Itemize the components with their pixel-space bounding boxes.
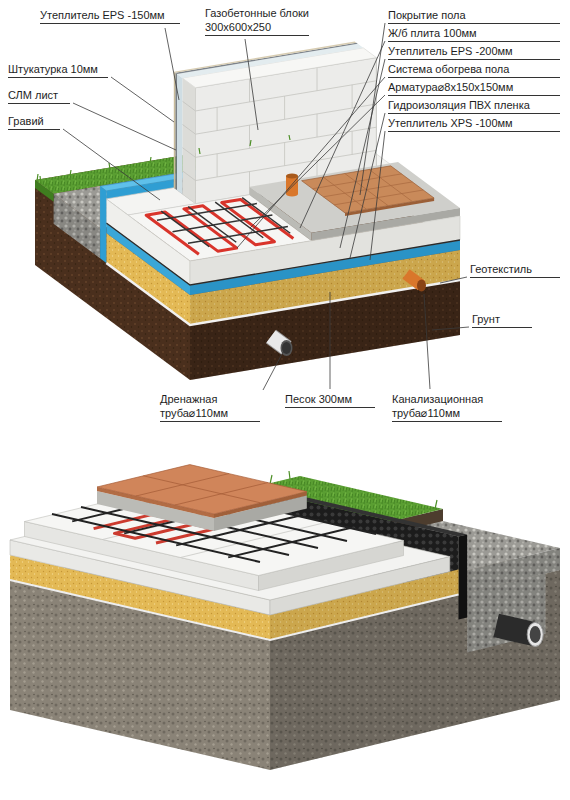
- wall-end-block: [182, 78, 195, 204]
- part-label: СЛМ лист: [8, 88, 70, 104]
- label-text: Ж/б плита 100мм: [388, 27, 477, 39]
- xps-vertical-section: [100, 186, 106, 263]
- gravel-trench: [467, 574, 545, 653]
- wall-end-joints: [182, 101, 195, 180]
- part-label: Утеплитель EPS -150мм: [40, 8, 180, 24]
- part-label: Газобетонные блоки 300x600x250: [205, 6, 309, 36]
- part-label: Штукатурка 10мм: [8, 62, 108, 78]
- leader-lines: [63, 23, 469, 390]
- sewer-riser: [286, 174, 298, 179]
- label-text: Утеплитель EPS -200мм: [388, 45, 513, 57]
- part-label: Система обогрева пола: [388, 62, 560, 78]
- part-label: Утеплитель EPS -200мм: [388, 44, 560, 60]
- label-text: Канализационная труба⌀110мм: [392, 393, 483, 419]
- wall-top-slm: [175, 43, 357, 74]
- part-label: Ж/б плита 100мм: [388, 26, 560, 42]
- drain-pipe-end: [282, 342, 291, 354]
- label-text: Штукатурка 10мм: [8, 63, 98, 75]
- grass-section: [35, 180, 54, 202]
- floor-tiles: [302, 166, 435, 213]
- part-label: Геотекстиль: [470, 262, 560, 278]
- part-label: Покрытие пола: [388, 8, 560, 24]
- gravel-shade: [54, 194, 101, 258]
- sewer-pipe-end: [417, 280, 426, 292]
- label-text: СЛМ лист: [8, 89, 58, 101]
- label-text: Утеплитель XPS -100мм: [388, 117, 513, 129]
- dimple-membrane: [459, 534, 468, 619]
- part-label: Гидроизоляция ПВХ пленка: [388, 98, 560, 114]
- grass-blades: [37, 135, 290, 192]
- floor-tiles: [97, 465, 307, 514]
- wall-end-slm: [175, 73, 177, 190]
- tile-joints: [312, 169, 423, 209]
- part-label: Грунт: [472, 312, 532, 328]
- sewer-riser: [286, 192, 298, 197]
- label-text: Грунт: [472, 313, 500, 325]
- eps-section: [190, 216, 460, 285]
- label-text: Утеплитель EPS -150мм: [40, 9, 165, 21]
- part-label: Песок 300мм: [285, 392, 375, 408]
- wall-top-plaster: [174, 42, 356, 73]
- label-text: Гравий: [8, 115, 44, 127]
- drain-pipe-end: [527, 622, 543, 646]
- lower-illustration: [10, 465, 560, 770]
- pvc-film: [106, 223, 460, 285]
- part-label: Арматура⌀8x150x150мм: [388, 80, 560, 96]
- tile-joints: [136, 474, 268, 505]
- part-label: Гравий: [8, 114, 60, 130]
- wall-top-eps: [177, 44, 363, 78]
- drain-pipe-end: [530, 626, 541, 643]
- label-text: Песок 300мм: [285, 393, 352, 405]
- label-text: Дренажная труба⌀110мм: [160, 393, 228, 419]
- part-label: Дренажная труба⌀110мм: [160, 392, 260, 422]
- label-text: Гидроизоляция ПВХ пленка: [388, 99, 530, 111]
- wall-end-plaster: [174, 72, 176, 189]
- eps-section: [106, 199, 190, 285]
- gravel-section: [54, 194, 101, 258]
- part-label: Канализационная труба⌀110мм: [392, 392, 502, 422]
- label-text: Покрытие пола: [388, 9, 466, 21]
- label-text: Геотекстиль: [470, 263, 532, 275]
- gravel-shade: [467, 574, 545, 653]
- label-text: Газобетонные блоки 300x600x250: [205, 7, 309, 33]
- label-text: Система обогрева пола: [388, 63, 509, 75]
- label-text: Арматура⌀8x150x150мм: [388, 81, 513, 93]
- rebar-mesh: [157, 198, 290, 247]
- part-label: Утеплитель XPS -100мм: [388, 116, 560, 132]
